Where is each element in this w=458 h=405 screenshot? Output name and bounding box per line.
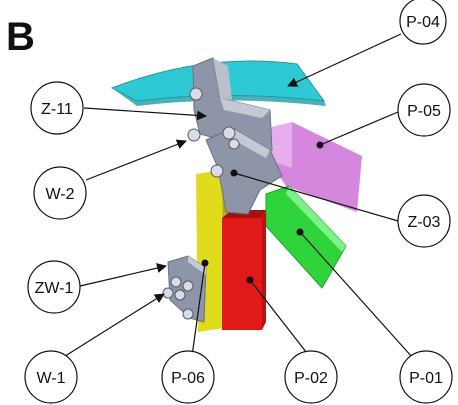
red-post bbox=[222, 210, 266, 330]
lower-bolts bbox=[162, 276, 194, 320]
svg-text:ZW-1: ZW-1 bbox=[35, 280, 74, 297]
callout-w-1: W-1 bbox=[24, 350, 78, 404]
leader-w-1 bbox=[61, 293, 165, 359]
leader-dots bbox=[201, 141, 324, 284]
callout-p-02: P-02 bbox=[284, 350, 338, 404]
svg-text:P-05: P-05 bbox=[407, 103, 441, 120]
leader-zw-1 bbox=[79, 263, 167, 287]
svg-text:Z-11: Z-11 bbox=[41, 101, 73, 118]
svg-text:W-1: W-1 bbox=[36, 370, 65, 387]
svg-text:P-01: P-01 bbox=[409, 370, 443, 387]
svg-text:W-2: W-2 bbox=[45, 186, 74, 203]
leader-z-11 bbox=[83, 107, 207, 121]
leader-lines bbox=[61, 33, 413, 359]
callout-zw-1: ZW-1 bbox=[27, 260, 81, 314]
leader-p-06 bbox=[191, 262, 206, 357]
leader-p-04 bbox=[287, 33, 402, 87]
callout-p-04: P-04 bbox=[399, 0, 447, 45]
svg-text:P-02: P-02 bbox=[294, 370, 328, 387]
svg-text:P-04: P-04 bbox=[406, 14, 440, 31]
callout-z-11: Z-11 bbox=[30, 81, 84, 135]
panel-letter: B bbox=[6, 15, 35, 59]
upper-bolts bbox=[187, 87, 240, 178]
callout-z-03: Z-03 bbox=[397, 194, 451, 248]
magenta-panel bbox=[268, 122, 362, 212]
leader-p-01 bbox=[299, 231, 413, 358]
callout-p-01: P-01 bbox=[399, 350, 453, 404]
callout-p-05: P-05 bbox=[397, 83, 451, 137]
leader-w-2 bbox=[85, 139, 187, 181]
svg-text:P-06: P-06 bbox=[171, 370, 205, 387]
middle-bracket bbox=[205, 127, 283, 215]
callout-p-06: P-06 bbox=[161, 350, 215, 404]
top-bracket bbox=[192, 57, 273, 159]
leader-z-03 bbox=[233, 172, 399, 222]
leader-p-02 bbox=[249, 279, 311, 358]
svg-text:Z-03: Z-03 bbox=[408, 214, 441, 231]
callout-w-2: W-2 bbox=[33, 166, 87, 220]
leader-p-05 bbox=[319, 111, 399, 146]
